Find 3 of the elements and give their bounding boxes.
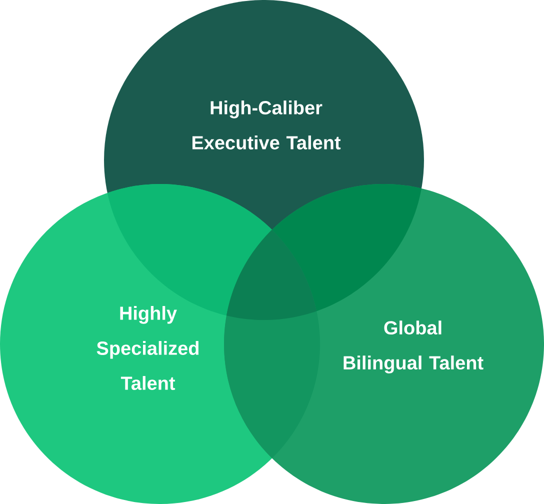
circle-label: Highly Specialized Talent [96,306,198,390]
circle-label: High-Caliber Executive Talent [192,100,341,150]
circle-label: Global Bilingual Talent [344,320,484,374]
